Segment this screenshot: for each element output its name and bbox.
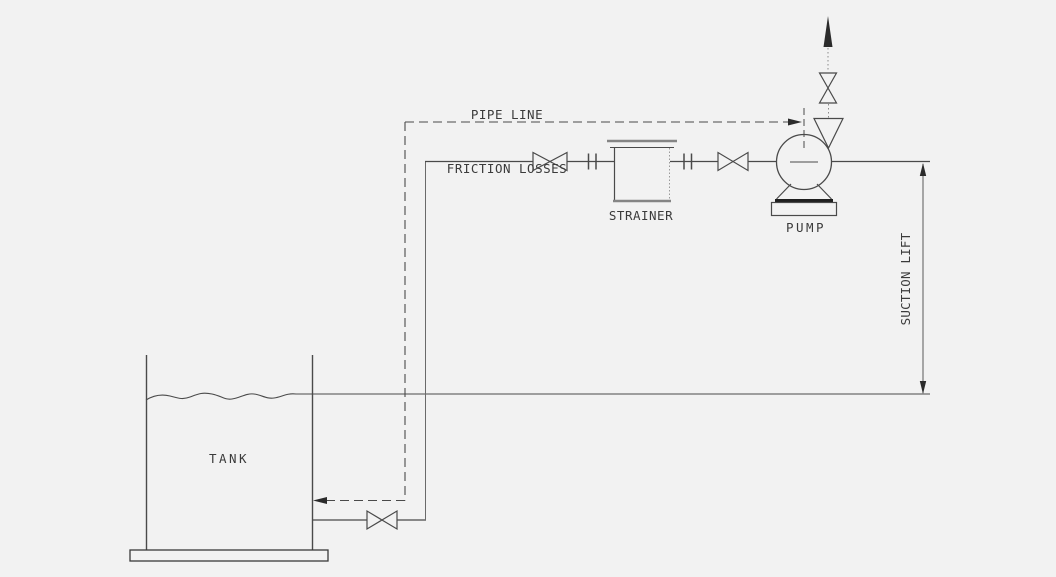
water-level-line	[145, 392, 930, 401]
suction-lift-dimension	[919, 163, 927, 394]
arrow-up-icon	[919, 163, 927, 176]
pump-icon	[770, 108, 838, 217]
tank-label: TANK	[208, 451, 250, 466]
strainer-inlet-flange-icon	[587, 153, 597, 170]
suction-lift-label: SUCTION LIFT	[898, 232, 913, 326]
pump-discharge-stack	[813, 16, 844, 150]
arrow-down-icon	[919, 381, 927, 394]
tank	[129, 355, 329, 562]
strainer-icon	[607, 139, 677, 203]
friction-losses-dashed-line	[313, 118, 802, 504]
pump-inlet-valve-icon	[717, 151, 749, 172]
discharge-flow-arrow-icon	[823, 16, 833, 47]
discharge-reducer-icon	[813, 117, 844, 150]
pump-pedestal	[770, 201, 838, 217]
pipe-friction-losses-line1: PIPE LINE	[470, 107, 544, 122]
discharge-valve-icon	[818, 72, 838, 104]
arrow-left-icon	[313, 497, 327, 504]
tank-outlet-valve-icon	[366, 509, 398, 531]
strainer-label: STRAINER	[608, 208, 674, 223]
pump-label: PUMP	[785, 220, 827, 235]
strainer-outlet-flange-icon	[683, 153, 693, 170]
arrow-right-icon	[788, 118, 802, 126]
pipe-friction-losses-label: PIPE LINE FRICTION LOSSES	[407, 70, 607, 214]
suction-line-valve-icon	[532, 151, 568, 172]
pipe-friction-losses-line2: FRICTION LOSSES	[446, 161, 568, 176]
tank-base-slab	[129, 549, 329, 562]
